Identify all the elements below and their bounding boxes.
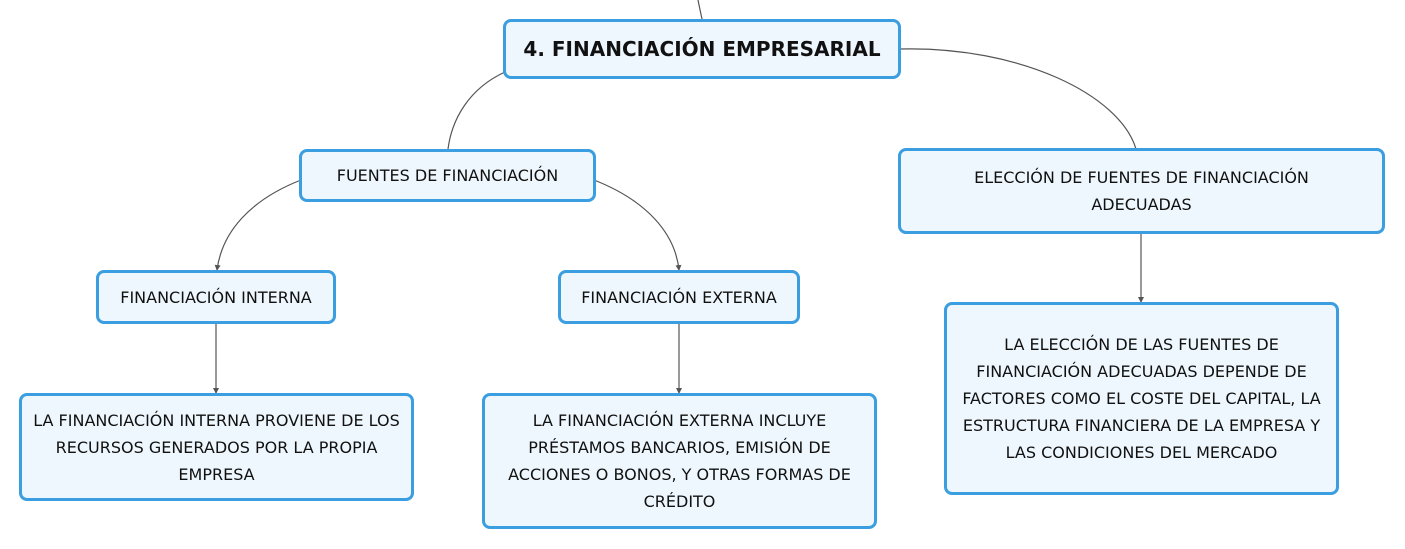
choice-topic-node[interactable]: ELECCIÓN DE FUENTES DE FINANCIACIÓN ADEC… (898, 148, 1385, 234)
external-topic-node[interactable]: FINANCIACIÓN EXTERNA (558, 270, 800, 324)
connector-parent-to-root (697, 0, 703, 20)
sources-topic-node[interactable]: FUENTES DE FINANCIACIÓN (299, 149, 596, 202)
connector-root-to-sources (447, 71, 506, 150)
choice-description-node[interactable]: LA ELECCIÓN DE LAS FUENTES DE FINANCIACI… (944, 302, 1339, 495)
external-description-node[interactable]: LA FINANCIACIÓN EXTERNA INCLUYE PRÉSTAMO… (482, 393, 877, 529)
internal-topic-node[interactable]: FINANCIACIÓN INTERNA (96, 270, 336, 324)
internal-description-node[interactable]: LA FINANCIACIÓN INTERNA PROVIENE DE LOS … (19, 393, 414, 501)
external-topic-label: FINANCIACIÓN EXTERNA (581, 287, 777, 307)
connector-sources-to-external (593, 179, 682, 271)
choice-description-text: LA ELECCIÓN DE LAS FUENTES DE FINANCIACI… (962, 335, 1321, 462)
choice-topic-label: ELECCIÓN DE FUENTES DE FINANCIACIÓN ADEC… (974, 168, 1309, 214)
connector-sources-to-internal (214, 179, 302, 271)
internal-description-text: LA FINANCIACIÓN INTERNA PROVIENE DE LOS … (33, 410, 400, 484)
internal-topic-label: FINANCIACIÓN INTERNA (120, 287, 312, 307)
root-topic-node[interactable]: 4. FINANCIACIÓN EMPRESARIAL (503, 19, 901, 79)
connector-root-to-choice (899, 48, 1137, 150)
sources-topic-label: FUENTES DE FINANCIACIÓN (336, 166, 559, 185)
external-description-text: LA FINANCIACIÓN EXTERNA INCLUYE PRÉSTAMO… (508, 411, 851, 511)
root-topic-label: 4. FINANCIACIÓN EMPRESARIAL (523, 37, 881, 61)
